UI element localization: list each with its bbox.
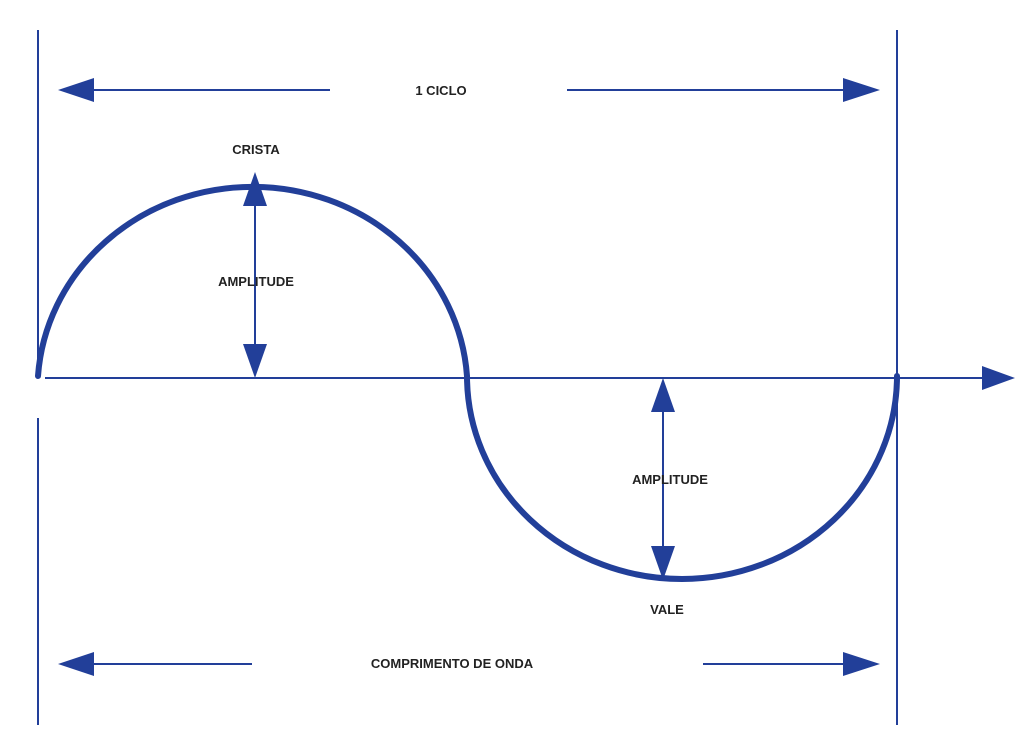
- amplitude-arrow-bottom: [651, 378, 675, 580]
- sine-wave: [35, 183, 900, 582]
- crest-label: CRISTA: [232, 142, 280, 157]
- wavelength-arrow-right: [703, 652, 880, 676]
- wavelength-label: COMPRIMENTO DE ONDA: [371, 656, 534, 671]
- wavelength-arrow-left: [58, 652, 252, 676]
- amplitude-arrow-top: [243, 172, 267, 378]
- cycle-arrow-right: [567, 78, 880, 102]
- cycle-label: 1 CICLO: [415, 83, 466, 98]
- amplitude-label-top: AMPLITUDE: [218, 274, 294, 289]
- trough-label: VALE: [650, 602, 684, 617]
- axis-arrowhead: [982, 366, 1015, 390]
- cycle-arrow-left: [58, 78, 330, 102]
- amplitude-label-bottom: AMPLITUDE: [632, 472, 708, 487]
